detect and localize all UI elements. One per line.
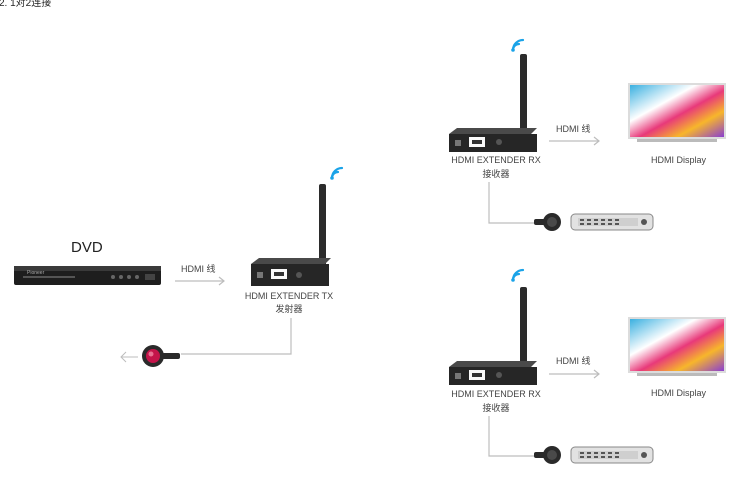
ir-cable-line — [488, 182, 535, 224]
display1-label: HDMI Display — [651, 155, 707, 165]
hdmi-extender-rx-device — [449, 54, 537, 152]
remote-control-icon — [570, 446, 654, 464]
ir-cable-line — [488, 416, 535, 457]
ir-out-arrow-icon — [120, 351, 138, 363]
wifi-signal-icon — [330, 166, 344, 180]
rx1-model-label: HDMI EXTENDER RX — [451, 155, 541, 165]
tx-role-label: 发射器 — [275, 304, 303, 314]
tx-model-label: HDMI EXTENDER TX — [244, 291, 334, 301]
display2-label: HDMI Display — [651, 388, 707, 398]
diagram-caption: 2. 1对2连接 — [0, 0, 52, 9]
arrow-right-icon — [218, 276, 225, 286]
rx2-role-label: 接收器 — [482, 403, 510, 413]
dvd-label: DVD — [71, 239, 103, 256]
hdmi-extender-tx-device — [251, 184, 331, 286]
wifi-signal-icon — [511, 38, 525, 52]
hdmi-cable-label: HDMI 线 — [556, 356, 591, 366]
hdmi-cable-label: HDMI 线 — [181, 264, 216, 274]
remote-control-icon — [570, 213, 654, 231]
tv-display-icon — [628, 317, 726, 376]
ir-eye-icon — [534, 213, 561, 231]
ir-eye-icon — [142, 345, 180, 367]
arrow-right-icon — [593, 369, 600, 379]
ir-cable-line — [181, 318, 292, 355]
ir-eye-icon — [534, 446, 561, 464]
wifi-signal-icon — [511, 268, 525, 282]
rx2-model-label: HDMI EXTENDER RX — [451, 389, 541, 399]
dvd-brand: Pioneer — [27, 270, 45, 276]
tv-display-icon — [628, 83, 726, 142]
dvd-player-icon: Pioneer — [14, 266, 161, 285]
arrow-right-icon — [593, 136, 600, 146]
rx1-role-label: 接收器 — [482, 169, 510, 179]
hdmi-extender-rx-device — [449, 287, 537, 385]
hdmi-cable-label: HDMI 线 — [556, 124, 591, 134]
